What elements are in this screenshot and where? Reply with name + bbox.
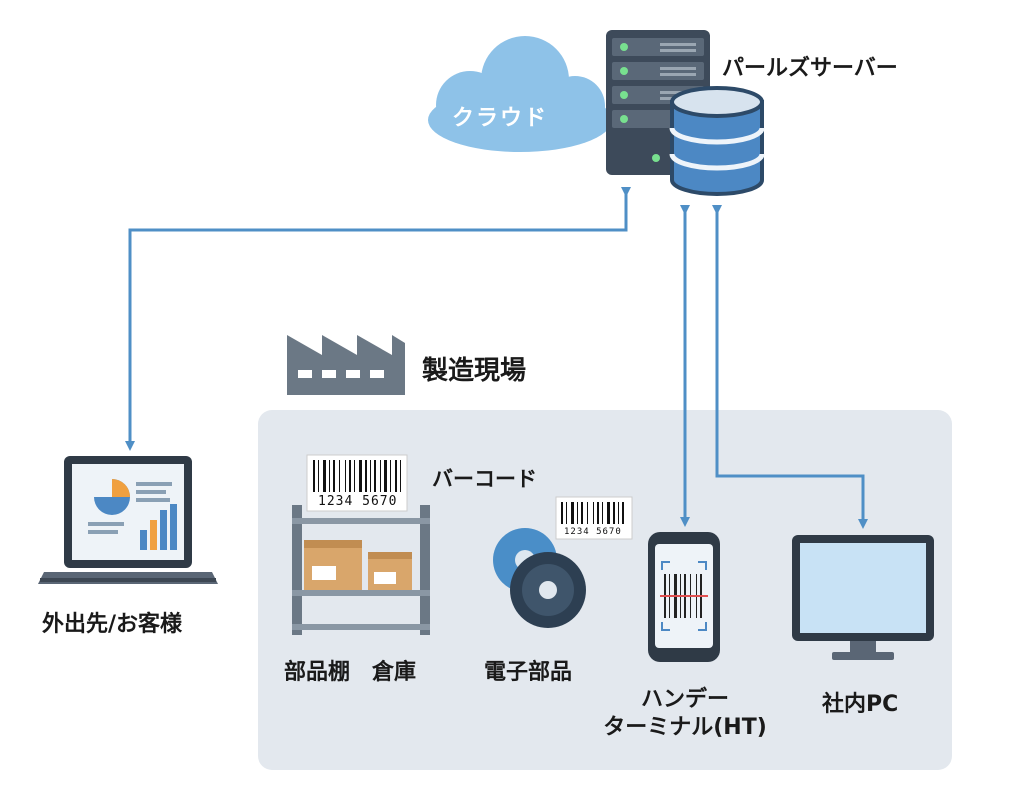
parts-label: 電子部品 (484, 660, 573, 685)
barcode-large (306, 454, 408, 512)
office-pc-label: 社内PC (822, 692, 899, 717)
barcode-small (555, 496, 633, 540)
handy-terminal-label: ハンデー ターミナル(HT) (585, 686, 785, 741)
pc-monitor-icon (792, 535, 934, 660)
barcode-label: バーコード (432, 467, 537, 491)
handy-terminal-label-line2: ターミナル(HT) (603, 714, 767, 740)
shelf-icon (292, 505, 430, 635)
cloud-icon (428, 36, 612, 152)
arrow-server-to-laptop (125, 187, 631, 451)
handy-terminal-icon (648, 532, 720, 662)
cloud-label: クラウド (452, 106, 549, 131)
shelf-label: 部品棚 倉庫 (284, 660, 417, 685)
factory-icon (287, 335, 405, 395)
arrow-server-to-pc (712, 205, 868, 529)
barcode-number-large: 1234 5670 (318, 494, 398, 509)
reel-icon (493, 528, 586, 628)
database-icon (669, 86, 765, 196)
remote-label: 外出先/お客様 (42, 612, 183, 637)
handy-terminal-label-line1: ハンデー (640, 687, 729, 712)
server-label: パールズサーバー (722, 56, 898, 81)
barcode-number-small: 1234 5670 (564, 527, 622, 537)
laptop-icon (38, 456, 218, 584)
factory-label: 製造現場 (422, 356, 527, 386)
